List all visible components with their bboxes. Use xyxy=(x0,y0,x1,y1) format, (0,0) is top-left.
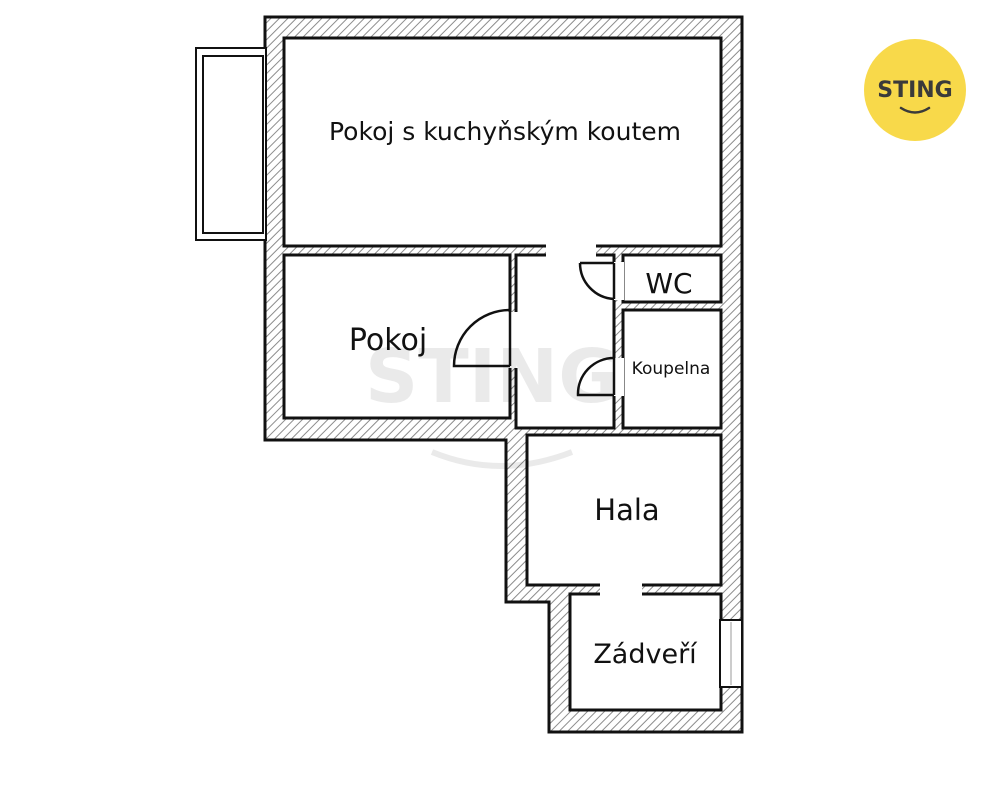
label-zadveri: Zádveří xyxy=(593,639,698,670)
door-koupelna xyxy=(576,356,624,397)
room-living-kitchen xyxy=(282,36,723,248)
label-hala: Hala xyxy=(594,493,659,527)
logo-text: STING xyxy=(877,78,953,103)
label-wc: WC xyxy=(645,267,692,300)
room-corridor xyxy=(514,253,616,430)
room-hala xyxy=(525,433,723,587)
label-koupelna: Koupelna xyxy=(632,359,711,379)
opening-hala-zadveri xyxy=(600,583,642,597)
logo-circle xyxy=(864,39,966,141)
door-wc xyxy=(578,261,624,301)
watermark: STING xyxy=(365,334,619,469)
sting-logo: STING xyxy=(864,39,966,141)
watermark-text: STING xyxy=(365,334,619,420)
label-pokoj: Pokoj xyxy=(349,323,427,358)
room-pokoj xyxy=(282,253,512,420)
label-living-kitchen: Pokoj s kuchyňským koutem xyxy=(329,117,681,146)
balcony-inner xyxy=(202,55,264,234)
room-zadveri xyxy=(568,592,723,712)
opening-living-corridor xyxy=(546,244,596,258)
logo-smile-icon xyxy=(899,106,931,114)
room-koupelna xyxy=(621,308,723,430)
door-pokoj xyxy=(452,308,518,368)
